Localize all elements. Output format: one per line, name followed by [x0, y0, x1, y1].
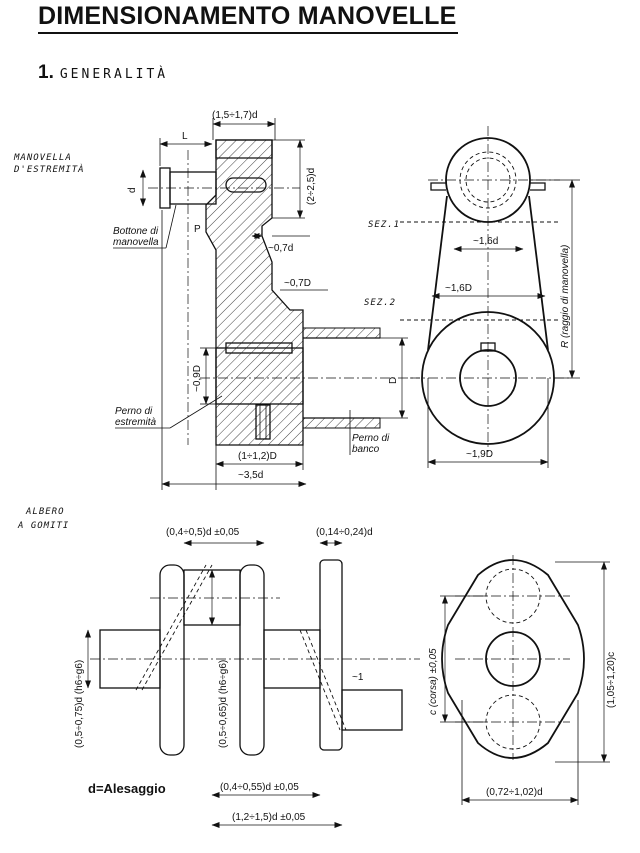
label-albero-2: A GOMITI — [17, 521, 69, 531]
dim-D: D — [388, 377, 399, 384]
label-perno-banco-1: Perno di — [352, 433, 390, 444]
dim-shaft-09D: ~0,9D — [192, 365, 203, 392]
label-sez1: SEZ.1 — [368, 220, 400, 230]
dim-c10: (0,72÷1,02)d — [486, 787, 543, 798]
dim-c6: (0,4÷0,55)d ±0,05 — [220, 782, 299, 793]
label-perno-estr-1: Perno di — [115, 406, 153, 417]
dim-c4: (0,5÷0,65)d (h6÷g6) — [218, 660, 229, 748]
dim-base-19D: ~1,9D — [466, 449, 493, 460]
label-sez2: SEZ.2 — [364, 298, 396, 308]
label-bottone-2: manovella — [113, 237, 159, 248]
label-bottone-1: Bottone di — [113, 226, 159, 237]
dim-c9: (1,05÷1,20)c — [606, 652, 617, 708]
dim-c1: (0,4÷0,5)d ±0,05 — [166, 527, 240, 538]
dim-sec1-16d: ~1,6d — [473, 236, 498, 247]
dim-c8: c (corsa) ±0,05 — [428, 648, 439, 715]
section-number: 1. — [38, 62, 54, 83]
dim-web-07d: ~0,7d — [268, 243, 293, 254]
crank-front-view — [400, 126, 570, 452]
web-profile-view: c (corsa) ±0,05 (1,05÷1,20)c (0,72÷1,02)… — [428, 555, 617, 805]
label-d-bore: d=Alesaggio — [88, 781, 166, 796]
section-title: GENERALITÀ — [59, 67, 169, 82]
dim-hub-len: (1÷1,2)D — [238, 451, 277, 462]
crankshaft-view: ALBERO A GOMITI — [17, 507, 420, 756]
label-manovella-2: D'ESTREMITÀ — [13, 163, 85, 175]
page-title: DIMENSIONAMENTO MANOVELLE — [38, 2, 459, 34]
dim-c7: (1,2÷1,5)d ±0,05 — [232, 812, 306, 823]
dim-sec2-16D: ~1,6D — [445, 283, 472, 294]
label-perno-estr-2: estremità — [115, 417, 157, 428]
label-perno-banco-2: banco — [352, 444, 380, 455]
dim-l: L — [182, 131, 188, 142]
dim-web-07D: ~0,7D — [284, 278, 311, 289]
front-view-dimensions: SEZ.1 SEZ.2 ~1,6d ~1,6D R (raggio di man… — [364, 179, 580, 468]
dim-top-width: (1,5÷1,7)d — [212, 110, 258, 121]
side-view-callouts: Bottone di manovella P Perno di estremit… — [13, 153, 390, 455]
dim-c3: (0,5÷0,75)d (h6÷g6) — [74, 660, 85, 748]
label-manovella-1: MANOVELLA — [13, 153, 72, 163]
dim-r-radius: R (raggio di manovella) — [560, 245, 571, 348]
section-heading: 1. GENERALITÀ — [38, 62, 168, 84]
crankshaft-dimensions: (0,4÷0,5)d ±0,05 (0,14÷0,24)d (0,5÷0,75)… — [74, 527, 373, 828]
side-view-dimensions: (1,5÷1,7)d L d (2÷2,5)d ~0,7d ~0,7D ~0,9… — [127, 110, 408, 490]
label-p: P — [194, 224, 201, 235]
dim-hub-height: (2÷2,5)d — [306, 168, 317, 205]
label-albero-1: ALBERO — [25, 507, 65, 517]
dim-total-35d: ~3,5d — [238, 470, 263, 481]
dim-c2: (0,14÷0,24)d — [316, 527, 373, 538]
dim-d: d — [127, 187, 138, 193]
dim-c5: ~1 — [352, 672, 364, 683]
end-crank-side-view — [148, 139, 420, 446]
